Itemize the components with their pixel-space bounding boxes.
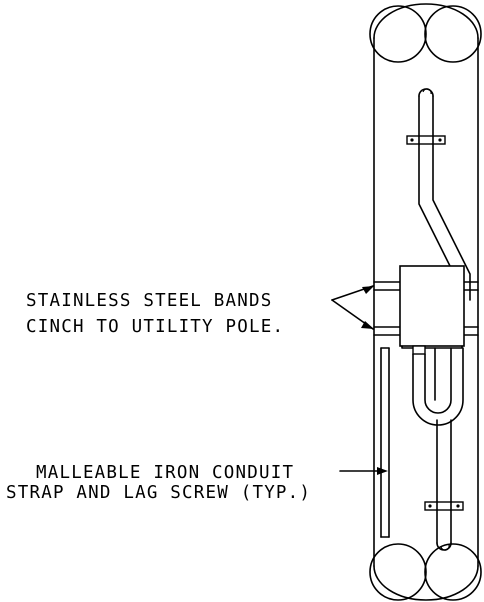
conduit-strap-upper [406, 135, 446, 145]
bands-leader-lines [331, 285, 374, 330]
bands-callout-line1: STAINLESS STEEL BANDS [26, 291, 272, 311]
left-vertical-conduit [380, 347, 390, 538]
bands-callout-line2: CINCH TO UTILITY POLE. [26, 317, 284, 337]
pole-end-circle-top-left [369, 5, 427, 63]
pole-end-circle-bottom-left [369, 543, 427, 601]
strap-callout-line2: STRAP AND LAG SCREW (TYP.) [6, 483, 311, 503]
utility-pole [369, 3, 482, 601]
lower-conduit [436, 419, 452, 551]
pole-end-circle-bottom-right [424, 543, 482, 601]
strap-callout-line1: MALLEABLE IRON CONDUIT [36, 463, 294, 483]
conduit-strap-lower [424, 501, 464, 511]
pole-end-circle-top-right [424, 5, 482, 63]
u-loop-conduits [412, 347, 464, 426]
enclosure-box [399, 265, 465, 355]
strap-leader-line [339, 467, 388, 475]
